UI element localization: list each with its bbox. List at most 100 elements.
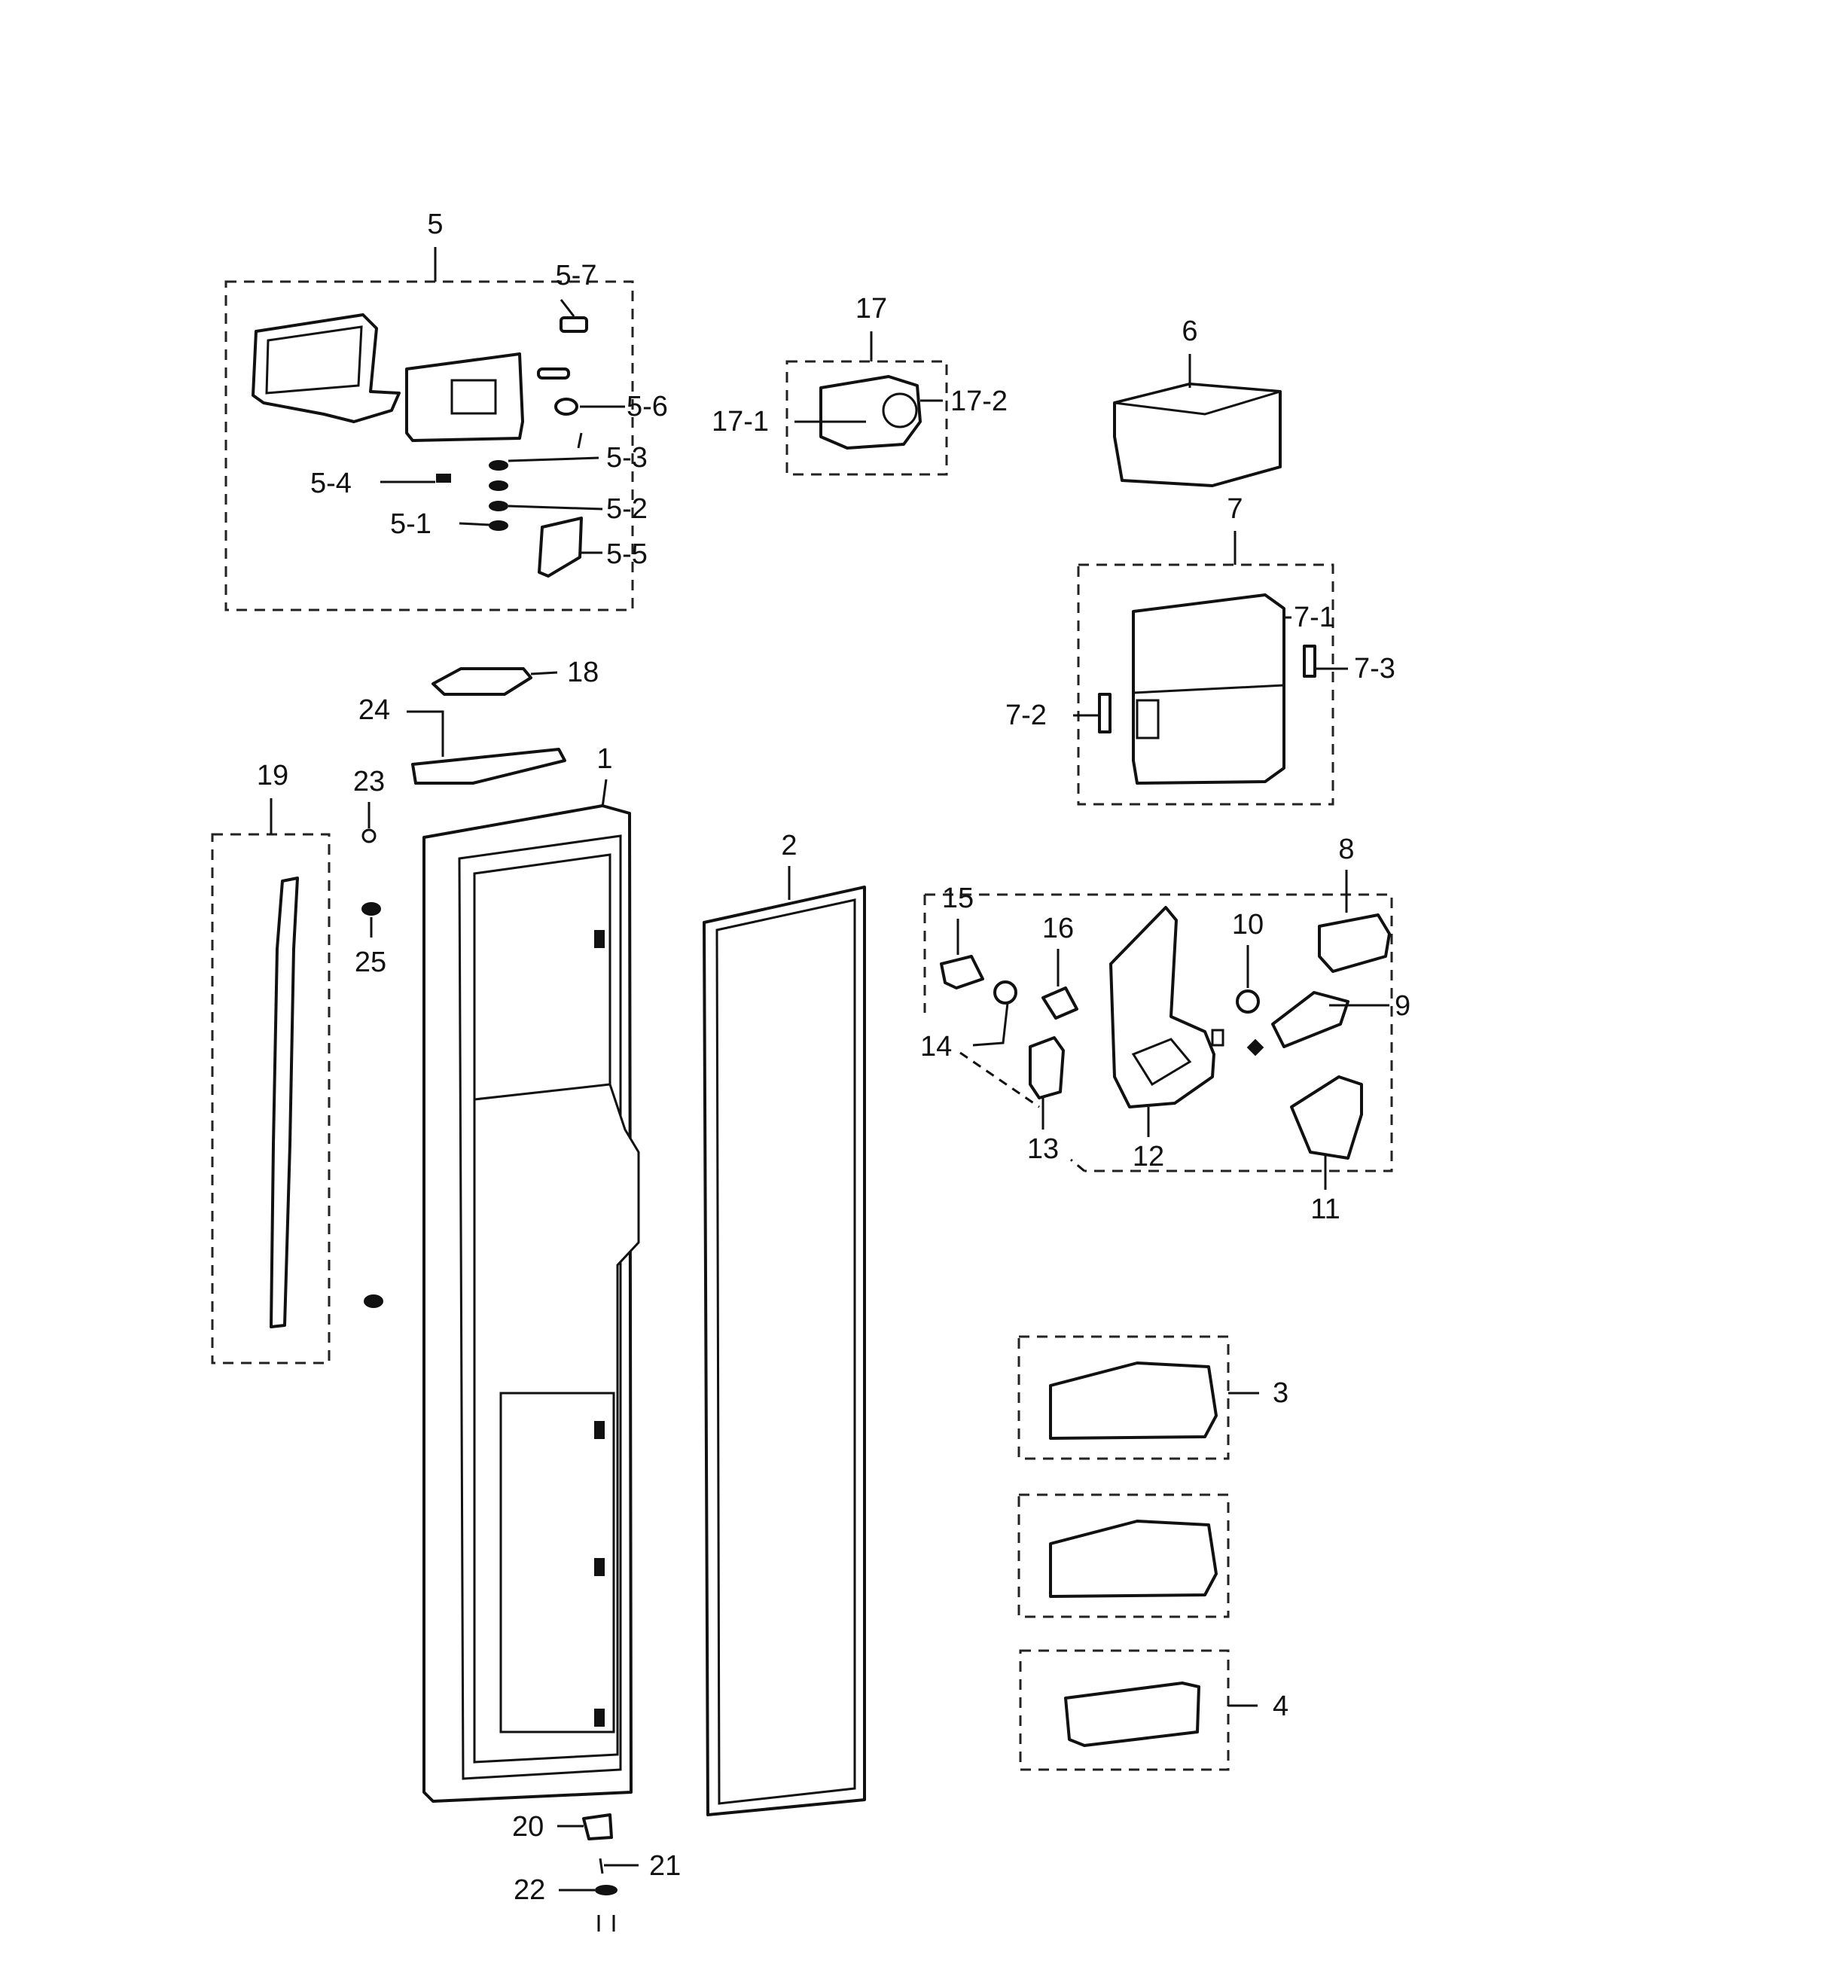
dispenser-spring: [537, 367, 570, 380]
door-bin-middle: [1049, 1520, 1218, 1598]
callout-16: 16: [1042, 913, 1074, 944]
leader-5-1: [459, 522, 490, 526]
callout-5: 5: [427, 209, 443, 240]
callout-7-3: 7-3: [1354, 653, 1395, 685]
callout-20: 20: [512, 1811, 544, 1843]
part-18-trim: [432, 667, 532, 696]
part-6-cover: [1113, 354, 1282, 487]
shelf-clip-1: [594, 930, 605, 948]
part-19-handle: [211, 798, 331, 1364]
ice-bucket-window: [1136, 699, 1160, 739]
callout-7-1: 7-1: [1294, 602, 1335, 633]
part-25-cap: [361, 902, 381, 916]
part-1-door: [422, 779, 640, 1803]
motor-gear: [882, 392, 918, 428]
callout-5-7: 5-7: [556, 260, 597, 291]
dispenser-recess: [473, 853, 611, 1116]
part-25-cap-lower: [364, 1294, 383, 1308]
callout-5-2: 5-2: [606, 493, 648, 525]
part-9-auger: [1271, 991, 1349, 1048]
leader-24: [407, 710, 444, 757]
part-20-hinge-bracket: [582, 1813, 613, 1840]
callout-9: 9: [1395, 990, 1410, 1022]
part-2-gasket: [703, 866, 866, 1816]
callout-10: 10: [1232, 909, 1264, 941]
housing-opening: [1131, 1038, 1192, 1087]
callout-5-6: 5-6: [627, 391, 668, 422]
door-bin-small: [1064, 1682, 1200, 1747]
part-14-gear: [993, 980, 1017, 1005]
callout-24: 24: [358, 694, 390, 726]
group-5-boundary: [224, 280, 634, 611]
callout-18: 18: [567, 657, 599, 688]
group-ice-maker-boundary: [923, 893, 1393, 1172]
callout-3: 3: [1273, 1377, 1288, 1409]
part-24-cover-plate: [411, 748, 566, 785]
bin-3-boundary: [1017, 1335, 1230, 1460]
hex-nut: [1246, 1038, 1264, 1057]
callout-2: 2: [781, 830, 797, 861]
part-5-4-screw: [436, 474, 451, 483]
callout-5-4: 5-4: [310, 468, 352, 499]
callout-25: 25: [355, 947, 386, 978]
callout-1: 1: [596, 743, 612, 775]
callout-13: 13: [1027, 1133, 1059, 1165]
callout-5-3: 5-3: [606, 442, 648, 474]
part-4-small-bin: [1019, 1649, 1258, 1771]
callout-12: 12: [1133, 1141, 1164, 1172]
part-5-3-spring: [489, 460, 508, 471]
callout-17-1: 17-1: [712, 406, 769, 438]
part-22-washer: [595, 1885, 618, 1895]
group-ice-maker: [923, 870, 1393, 1190]
group-5-dispenser-controls: [224, 247, 634, 611]
part-5-5-lever: [538, 517, 583, 578]
door-bin-upper: [1049, 1361, 1218, 1440]
leader-18: [530, 671, 558, 675]
callout-4: 4: [1273, 1691, 1288, 1722]
leader-14: [972, 1002, 1009, 1047]
parts-18-24: [407, 667, 566, 785]
callout-23: 23: [353, 766, 385, 797]
part-23-screw: [361, 828, 377, 843]
dispenser-cover-opening: [265, 325, 363, 395]
shelf-clip-4: [594, 1709, 605, 1727]
spring-link: [489, 480, 508, 491]
part-10-bearing: [1236, 989, 1260, 1014]
small-spacer: [1211, 1029, 1224, 1047]
leader-5-7: [560, 299, 575, 317]
callout-22: 22: [514, 1874, 545, 1906]
shelf-clip-2: [594, 1421, 605, 1439]
callout-21: 21: [649, 1850, 681, 1882]
part-8-motor: [1318, 913, 1391, 973]
callout-17-2: 17-2: [950, 386, 1008, 417]
part-16-cam: [1041, 986, 1078, 1020]
group-17-boundary: [785, 360, 948, 476]
part-5-7-clip: [560, 316, 588, 333]
part-7-3-clip: [1303, 645, 1316, 678]
bin-3b-boundary: [1017, 1493, 1230, 1618]
leader-1: [601, 779, 608, 808]
group-17-motor-assembly: [785, 331, 948, 476]
callout-labels: 5 5-7 5-6 5-3 5-4 5-2 5-1 5-5 1 7 17-1 17…: [257, 209, 1410, 1906]
callout-7-2: 7-2: [1005, 700, 1047, 731]
callout-5-1: 5-1: [390, 508, 432, 540]
callout-7: 7: [1227, 493, 1243, 525]
callout-5-5: 5-5: [606, 538, 648, 570]
callout-15: 15: [942, 883, 974, 914]
leader-5-2: [508, 505, 603, 511]
part-5-6-switch: [554, 398, 578, 416]
callout-19: 19: [257, 760, 288, 791]
door-handle: [270, 877, 299, 1328]
part-7-2-clip: [1098, 693, 1112, 733]
dispenser-pin: [577, 432, 583, 449]
callout-11: 11: [1310, 1194, 1340, 1225]
door-gasket-inner: [715, 898, 856, 1805]
part-15-switch: [940, 955, 984, 989]
callout-14: 14: [920, 1031, 952, 1063]
ice-bin-cover-top: [1114, 383, 1281, 416]
part-5-1-spring: [489, 520, 508, 531]
part-21-pin: [599, 1858, 604, 1874]
group-7-ice-bucket: [1073, 531, 1348, 806]
